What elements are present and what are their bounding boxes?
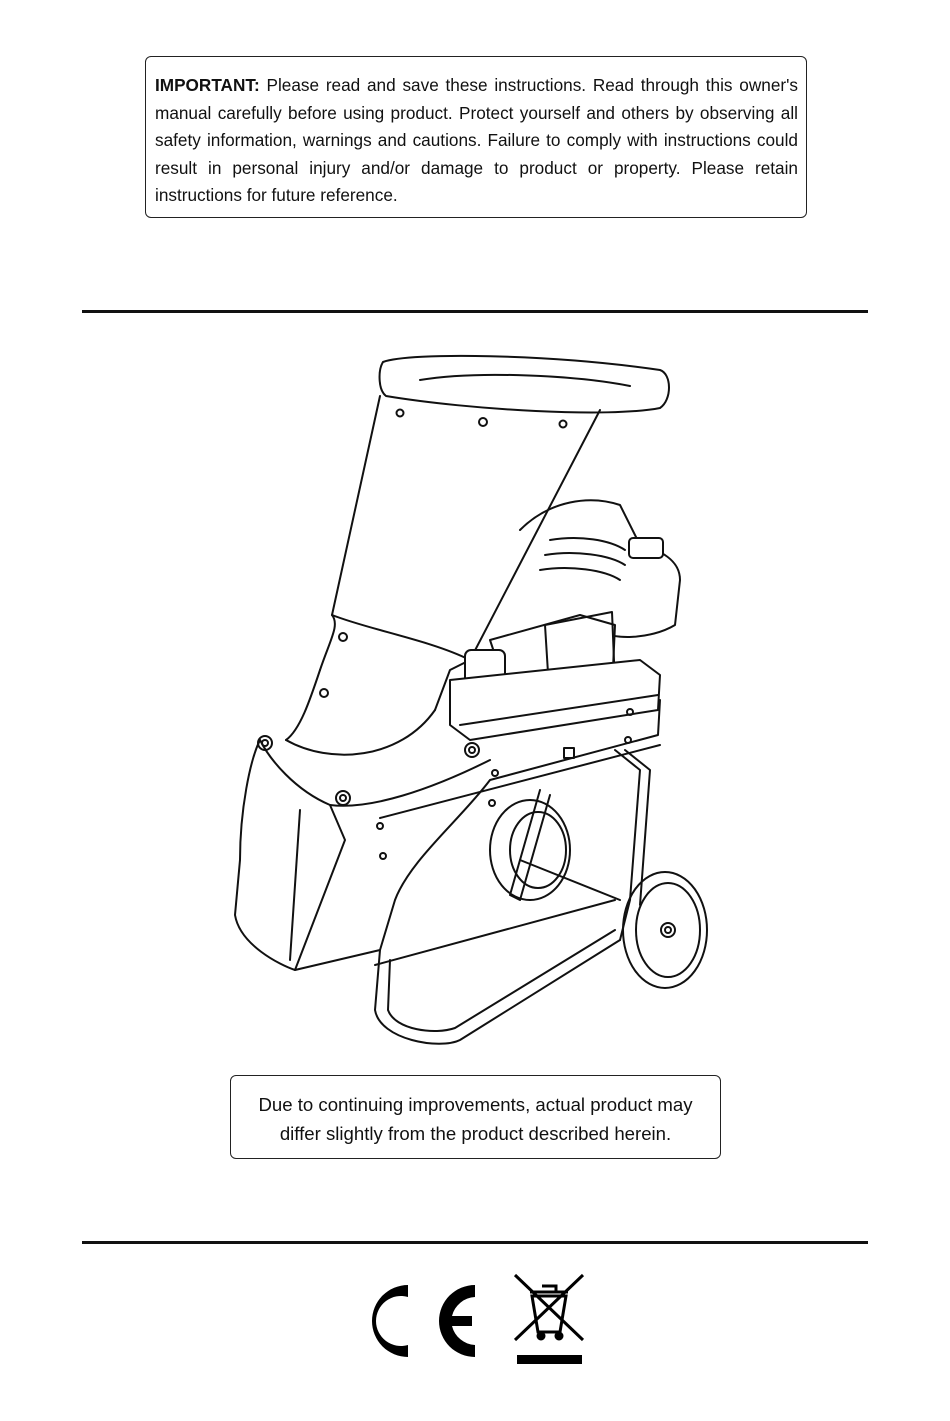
bottom-divider: [82, 1241, 868, 1244]
chipper-illustration-icon: [234, 354, 708, 1045]
note-line-2: differ slightly from the product describ…: [279, 1123, 672, 1144]
important-text: Please read and save these instructions.…: [155, 75, 798, 206]
top-divider: [82, 310, 868, 313]
ce-mark-icon: [372, 1285, 475, 1357]
compliance-marks: [372, 1273, 585, 1364]
product-variation-note: Due to continuing improvements, actual p…: [230, 1075, 721, 1159]
crossed-out-wheelie-bin-icon: [513, 1273, 585, 1364]
note-line-1: Due to continuing improvements, actual p…: [258, 1094, 693, 1115]
important-label: IMPORTANT:: [155, 75, 260, 95]
important-notice-box: IMPORTANT: Please read and save these in…: [145, 56, 807, 218]
